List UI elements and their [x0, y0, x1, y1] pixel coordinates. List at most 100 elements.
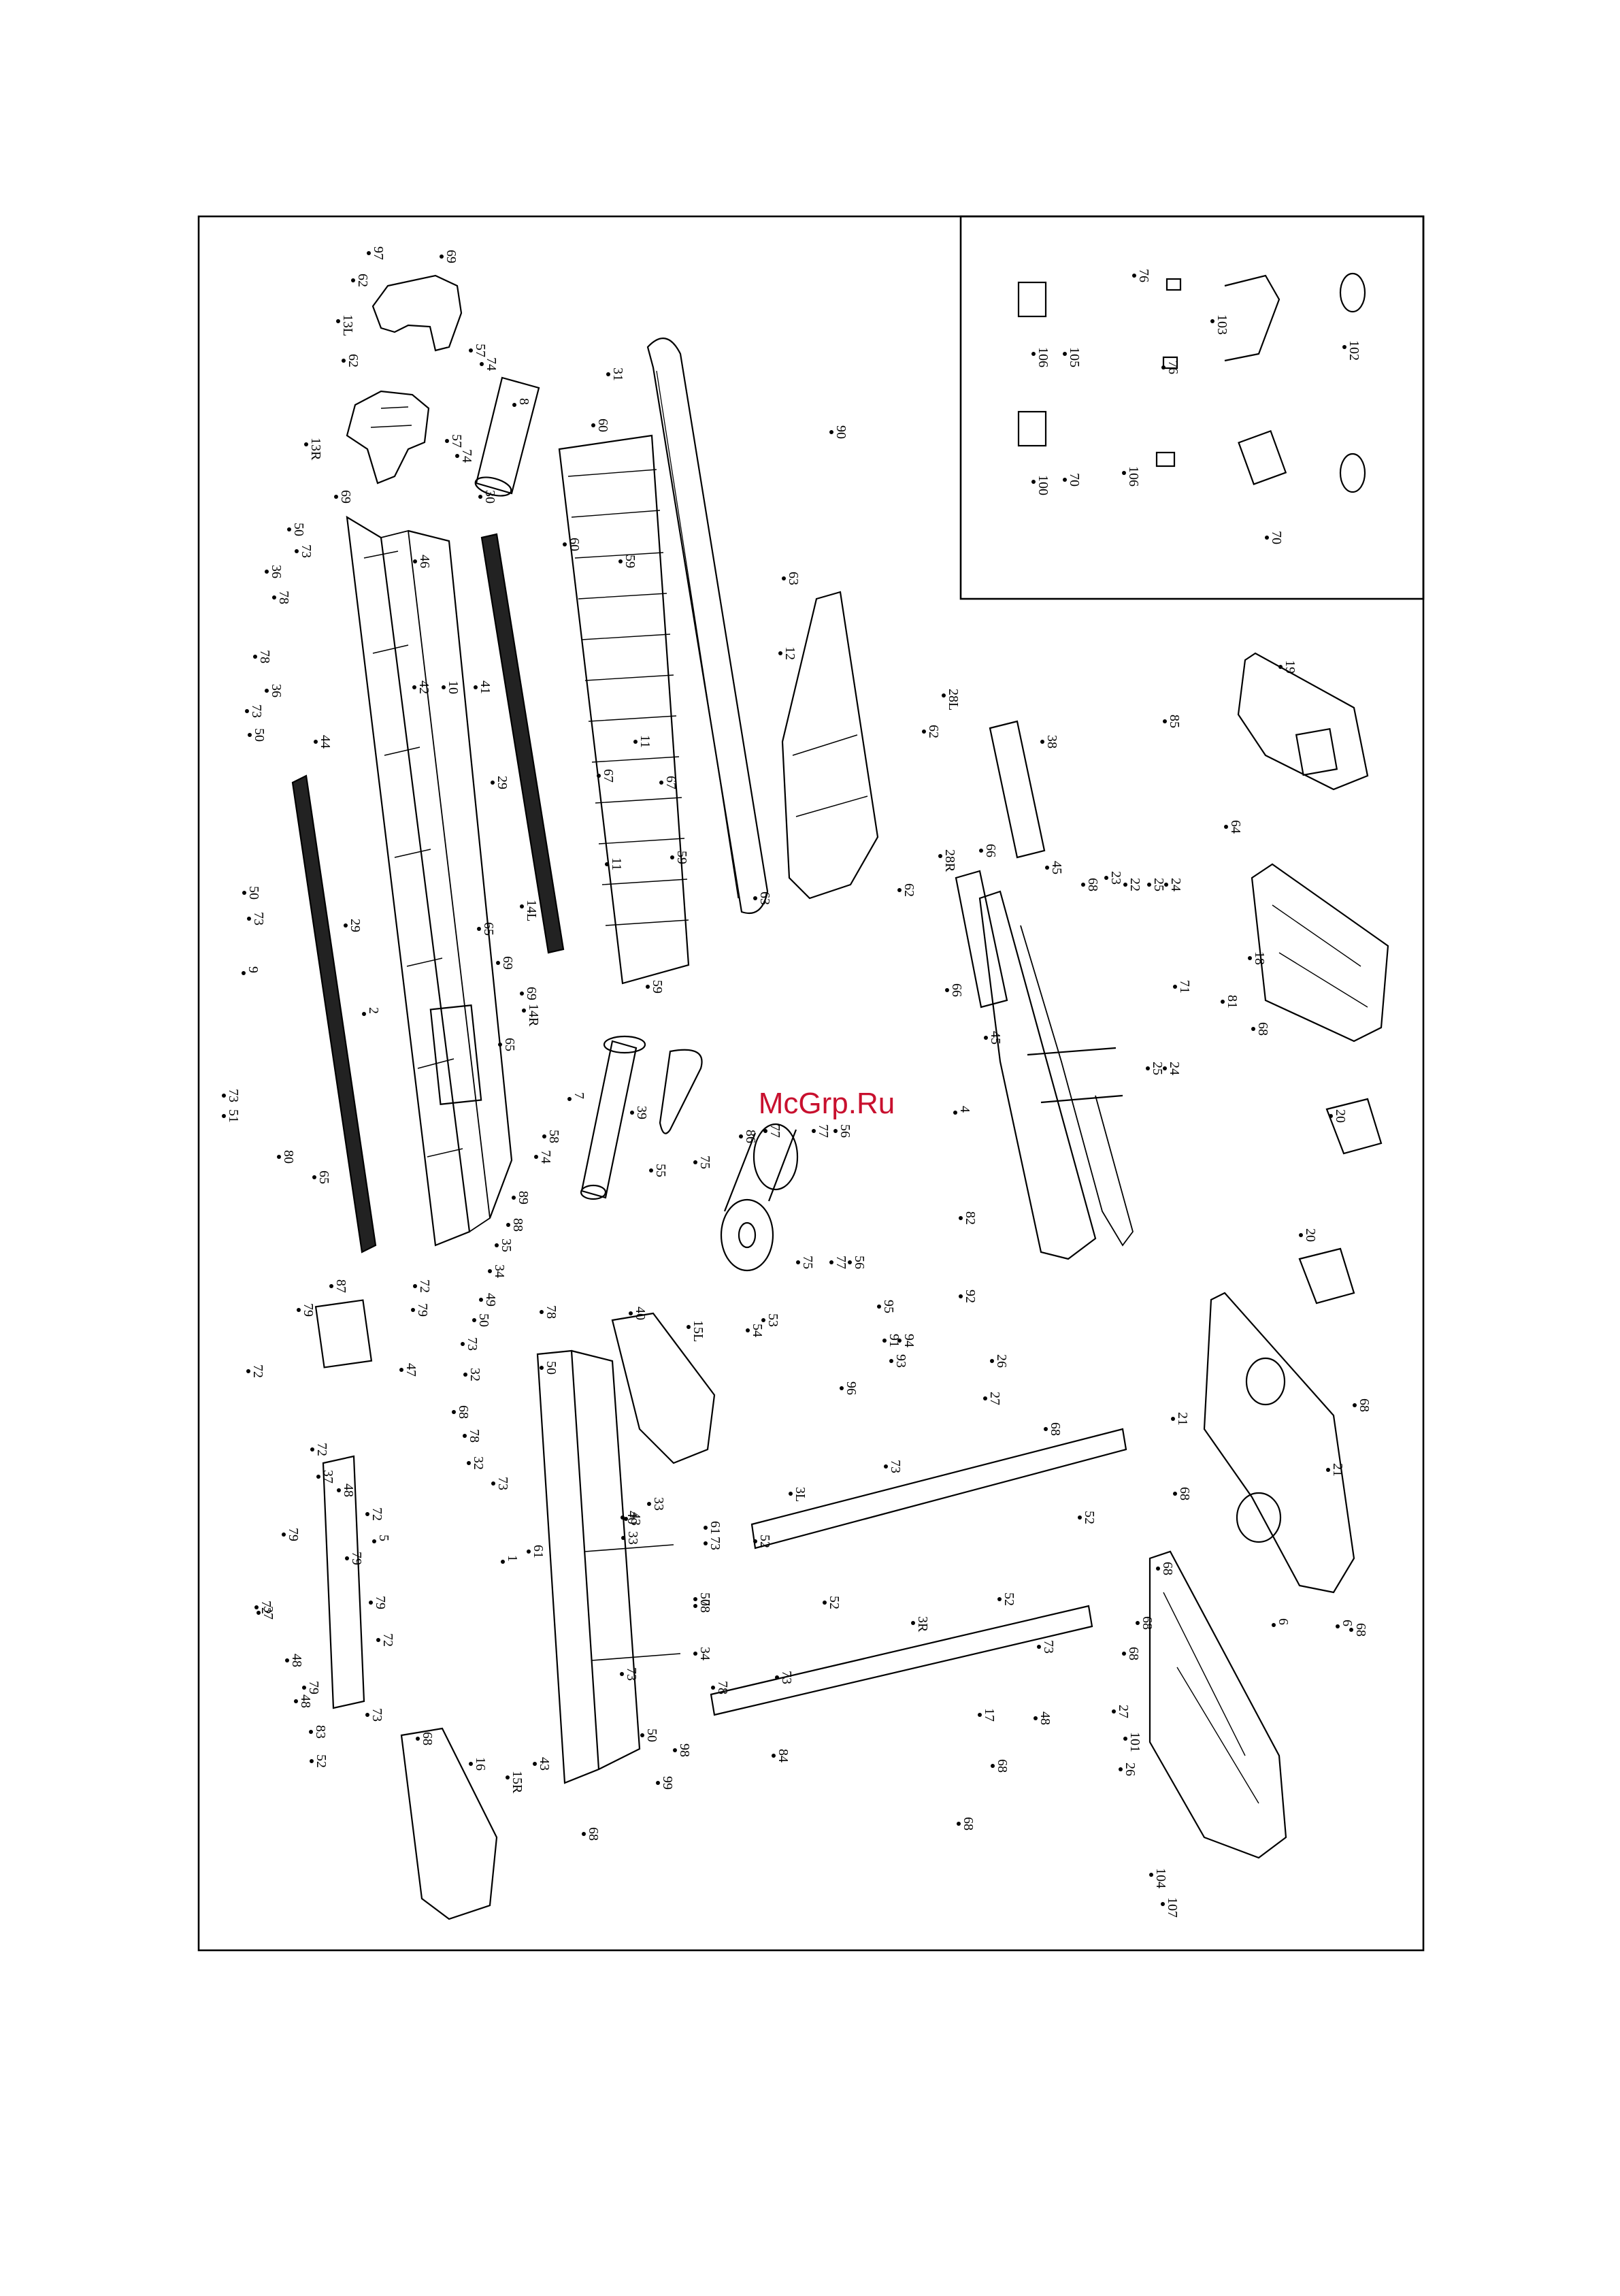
fastener-dot: [294, 1699, 298, 1703]
fastener-dot: [265, 570, 269, 574]
fastener-dot: [649, 1168, 653, 1172]
callout-label: 74: [459, 449, 474, 463]
callout-label: 79: [286, 1528, 301, 1541]
fastener-dot: [1031, 352, 1036, 356]
callout-label: 79: [349, 1552, 364, 1565]
callout-label: 68: [1140, 1616, 1155, 1630]
fastener-dot: [957, 1822, 961, 1826]
base-frame-1-shape: [536, 1349, 600, 1784]
callout-label: 78: [276, 591, 291, 604]
fastener-dot: [309, 1730, 313, 1734]
callout-label: 8: [516, 398, 531, 405]
fastener-dot: [1278, 665, 1283, 669]
fastener-dot: [452, 1410, 456, 1414]
fastener-dot: [606, 372, 610, 376]
callout-label: 72: [369, 1507, 384, 1521]
fastener-dot: [336, 319, 340, 323]
fastener-dot: [376, 1638, 380, 1642]
callout-label: 50: [252, 728, 267, 742]
fastener-dot: [1329, 1114, 1333, 1118]
fastener-dot: [704, 1541, 708, 1545]
fastener-dot: [823, 1601, 827, 1605]
callout-label: 54: [750, 1324, 765, 1337]
callout-label: 55: [653, 1164, 668, 1177]
callout-label: 70: [1269, 531, 1284, 544]
fastener-dot: [990, 1359, 994, 1363]
callout-label: 2: [366, 1007, 381, 1014]
fastener-dot: [670, 855, 674, 859]
callout-label: 68: [1160, 1562, 1175, 1575]
callout-label: 52: [757, 1535, 772, 1548]
callout-label: 27: [987, 1392, 1002, 1405]
callout-label: 72: [380, 1633, 395, 1647]
fastener-dot: [1221, 1000, 1225, 1004]
fastener-dot: [884, 1464, 888, 1469]
callout-label: 51: [226, 1109, 241, 1123]
callout-label: 19: [1283, 660, 1297, 674]
fastener-dot: [540, 1310, 544, 1314]
fastener-dot: [297, 1308, 301, 1312]
callout-label: 60: [595, 419, 610, 432]
base-cover-17-shape: [1148, 1550, 1287, 1859]
fastener-dot: [567, 1097, 572, 1101]
cup-holder-20b-shape: [1298, 1247, 1355, 1305]
callout-label: 47: [403, 1363, 418, 1377]
fastener-dot: [337, 1488, 341, 1492]
callout-label: 79: [373, 1596, 388, 1609]
callout-label: 96: [844, 1381, 859, 1395]
callout-label: 69: [338, 490, 353, 504]
callout-label: 73: [369, 1708, 384, 1722]
callout-label: 98: [677, 1743, 692, 1757]
callout-label: 13L: [340, 314, 355, 336]
callout-label: 89: [516, 1191, 531, 1204]
fastener-dot: [833, 1129, 838, 1133]
callout-label: 35: [499, 1239, 514, 1252]
callout-label: 69: [500, 956, 515, 970]
fastener-dot: [761, 1318, 765, 1322]
callout-label: 86: [743, 1130, 758, 1143]
fastener-dot: [647, 1502, 651, 1506]
callout-label: 73: [249, 704, 264, 718]
fastener-dot: [248, 733, 252, 737]
fastener-dot: [467, 1461, 471, 1465]
fastener-dot: [618, 559, 623, 563]
callout-label: 62: [926, 725, 941, 738]
fastener-dot: [1112, 1709, 1116, 1713]
callout-label: 63: [757, 891, 772, 905]
callout-label: 102: [1346, 340, 1361, 361]
fastener-dot: [265, 689, 269, 693]
callout-label: 63: [786, 572, 801, 585]
callout-label: 58: [546, 1130, 561, 1143]
callout-label: 31: [610, 367, 625, 381]
callout-label: 90: [833, 425, 848, 439]
callout-label: 37: [320, 1470, 335, 1483]
callout-label: 105: [1067, 347, 1082, 367]
fastener-dot: [412, 685, 416, 689]
callout-label: 69: [444, 250, 459, 263]
fastener-dot: [469, 1762, 473, 1766]
callout-label: 68: [1357, 1398, 1372, 1412]
fastener-dot: [345, 1556, 349, 1560]
callout-label: 73: [495, 1477, 510, 1490]
callout-label: 66: [983, 844, 998, 857]
callout-label: 21: [1175, 1412, 1190, 1426]
lift-motor-87-shape: [314, 1299, 373, 1368]
handrail-28r-shape: [955, 870, 1008, 1008]
fastener-dot: [1119, 1767, 1123, 1771]
fastener-dot: [1326, 1468, 1330, 1472]
callout-label: 59: [623, 555, 638, 568]
fastener-dot: [763, 1129, 767, 1133]
fastener-dot: [344, 923, 348, 928]
fastener-dot: [621, 1536, 625, 1540]
fastener-dot: [304, 442, 308, 446]
callout-label: 68: [961, 1817, 976, 1831]
fastener-dot: [1044, 1427, 1048, 1431]
callout-label: 29: [348, 919, 363, 932]
callout-label: 91: [887, 1334, 902, 1347]
fastener-dot: [775, 1675, 779, 1679]
fastener-dot: [979, 849, 983, 853]
fastener-dot: [789, 1492, 793, 1496]
fastener-dot: [463, 1434, 467, 1438]
motor-cover-13l-shape: [371, 274, 463, 352]
callout-label: 106: [1036, 347, 1051, 367]
